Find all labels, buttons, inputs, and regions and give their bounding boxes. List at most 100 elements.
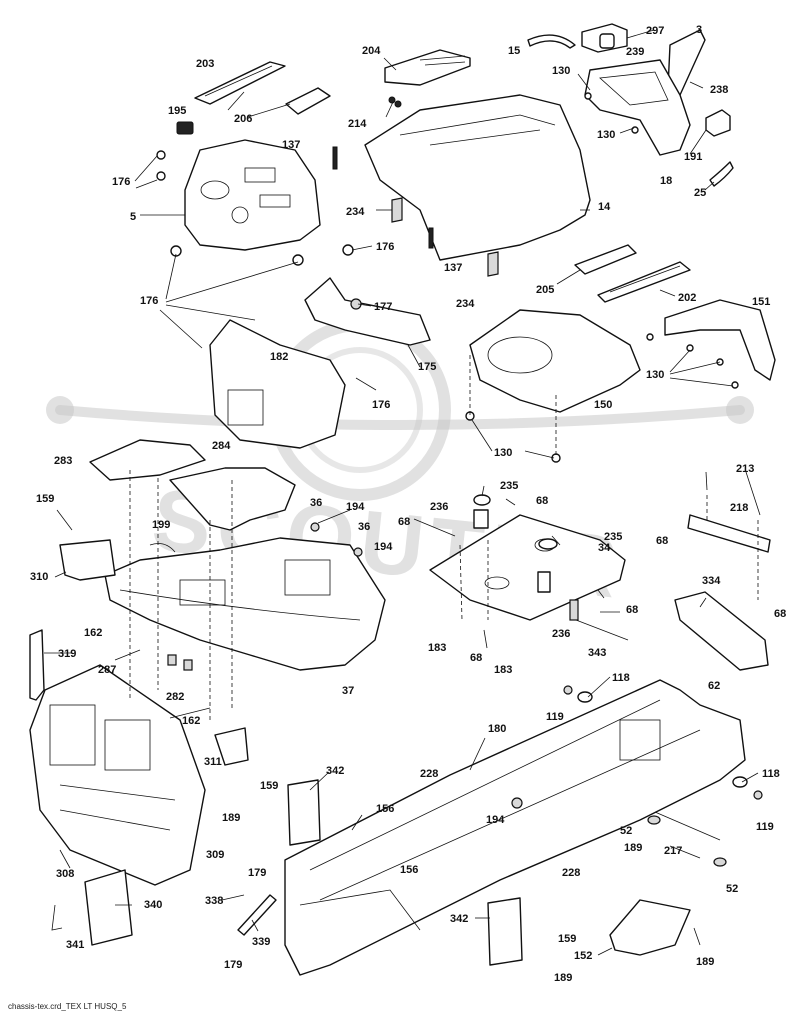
callout-206: 206 (234, 113, 252, 125)
part-205 (574, 244, 637, 275)
callout-213: 213 (736, 463, 754, 475)
callout-176: 176 (376, 241, 394, 253)
callout-130: 130 (552, 65, 570, 77)
callout-156: 156 (376, 803, 394, 815)
callout-284: 284 (212, 440, 231, 452)
part-199 (149, 543, 176, 553)
callout-159: 159 (558, 933, 576, 945)
callout-195: 195 (168, 105, 186, 117)
part-340 (84, 869, 133, 946)
callout-189: 189 (222, 812, 240, 824)
callout-176: 176 (140, 295, 158, 307)
part-15 (527, 34, 576, 49)
callout-159: 159 (260, 780, 278, 792)
callout-180: 180 (488, 723, 506, 735)
callout-342: 342 (450, 913, 468, 925)
part-343 (569, 599, 579, 621)
callout-319: 319 (58, 648, 76, 660)
callout-37: 37 (342, 685, 354, 697)
part-3 (599, 33, 615, 49)
callout-68: 68 (774, 608, 786, 620)
part-118-b (732, 776, 748, 788)
callout-282: 282 (166, 691, 184, 703)
part-282 (167, 654, 177, 666)
callout-119: 119 (756, 821, 774, 833)
callout-68: 68 (398, 516, 410, 528)
part-176-a (156, 150, 166, 160)
part-342-b (487, 897, 523, 966)
part-180 (284, 679, 746, 976)
part-175 (304, 277, 431, 346)
part-310 (59, 539, 116, 581)
part-195 (176, 121, 194, 135)
callout-175: 175 (418, 361, 436, 373)
callout-214: 214 (348, 118, 367, 130)
callout-36: 36 (358, 521, 370, 533)
callout-130: 130 (597, 129, 615, 141)
callout-5: 5 (130, 211, 136, 223)
callout-311: 311 (204, 756, 222, 768)
callout-340: 340 (144, 899, 162, 911)
callout-287: 287 (98, 664, 116, 676)
callout-177: 177 (374, 301, 392, 313)
part-18 (584, 59, 691, 156)
part-drawings (29, 23, 776, 976)
callout-151: 151 (752, 296, 770, 308)
part-218 (687, 514, 771, 553)
callout-130: 130 (646, 369, 664, 381)
part-342-a (287, 779, 321, 846)
callout-119: 119 (546, 711, 564, 723)
part-309 (29, 664, 206, 886)
part-235-b (538, 538, 558, 550)
callout-236: 236 (552, 628, 570, 640)
callout-25: 25 (694, 187, 706, 199)
callout-228: 228 (562, 867, 580, 879)
callout-204: 204 (362, 45, 381, 57)
callout-342: 342 (326, 765, 344, 777)
callout-182: 182 (270, 351, 288, 363)
part-319 (29, 629, 45, 701)
callout-339: 339 (252, 936, 270, 948)
callout-152: 152 (574, 950, 592, 962)
callout-189: 189 (696, 956, 714, 968)
part-234-b (487, 251, 499, 277)
callout-202: 202 (678, 292, 696, 304)
callout-labels: 297 3 15 239 238 204 203 130 214 195 206… (30, 24, 786, 984)
callout-228: 228 (420, 768, 438, 780)
callout-189: 189 (624, 842, 642, 854)
callout-309: 309 (206, 849, 224, 861)
callout-179: 179 (224, 959, 242, 971)
part-202 (597, 261, 691, 303)
part-311 (214, 727, 249, 766)
callout-199: 199 (152, 519, 170, 531)
callout-334: 334 (702, 575, 721, 587)
part-236-b (537, 571, 551, 593)
callout-183: 183 (494, 664, 512, 676)
assembly-lines (129, 355, 759, 720)
callout-341: 341 (66, 939, 84, 951)
leader-lines (44, 29, 761, 956)
callout-343: 343 (588, 647, 606, 659)
callout-130: 130 (494, 447, 512, 459)
callout-36: 36 (310, 497, 322, 509)
callout-234: 234 (346, 206, 365, 218)
callout-159: 159 (36, 493, 54, 505)
callout-191: 191 (684, 151, 702, 163)
part-339 (237, 894, 277, 936)
part-284 (169, 467, 296, 531)
callout-68: 68 (626, 604, 638, 616)
callout-156: 156 (400, 864, 418, 876)
part-236-a (473, 509, 489, 529)
part-150 (469, 309, 641, 413)
part-204 (384, 49, 471, 86)
part-152 (609, 899, 691, 956)
callout-176: 176 (112, 176, 130, 188)
callout-194: 194 (346, 501, 365, 513)
part-214 (388, 96, 396, 104)
callout-235: 235 (500, 480, 518, 492)
part-137-b (428, 227, 434, 249)
part-283 (89, 439, 206, 481)
part-234-a (391, 197, 403, 223)
part-52-a (647, 815, 661, 825)
